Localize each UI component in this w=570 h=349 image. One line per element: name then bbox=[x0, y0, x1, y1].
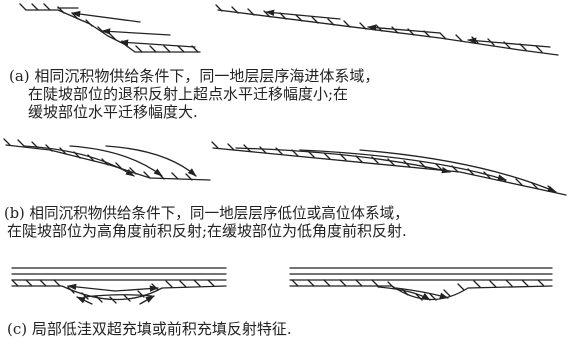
panel-a-steep-base bbox=[25, 9, 201, 53]
panel-a-steep-arrow-2 bbox=[101, 28, 171, 36]
panel-c-left-base bbox=[11, 285, 227, 301]
panel-c-left-arrow-inner-left bbox=[76, 296, 93, 305]
panel-b-gentle-arrow-1 bbox=[235, 147, 451, 174]
panel-a-gentle-hatching bbox=[215, 4, 543, 53]
panel-b-steep-arrow-3 bbox=[105, 145, 197, 177]
panel-a-steep-arrow-3 bbox=[119, 39, 196, 48]
caption-c-line-1: (c) 局部低洼双超充填或前积充填反射特征. bbox=[7, 320, 292, 338]
panel-a-gentle-arrow-2 bbox=[367, 24, 441, 34]
panel-c-right-arrow-1 bbox=[377, 286, 431, 301]
caption-a-line-3: 缓坡部位水平迁移幅度大. bbox=[28, 103, 198, 121]
panel-b-gentle-slope bbox=[211, 141, 567, 196]
caption-a-line-2: 在陡坡部位的退积反射上超点水平迁移幅度小;在 bbox=[28, 85, 349, 103]
panel-c-right-top-lines bbox=[289, 267, 553, 281]
caption-b-line-2: 在陡坡部位为高角度前积反射;在缓坡部位为低角度前积反射. bbox=[7, 222, 407, 240]
panel-c-left-arrow-inner-right bbox=[139, 295, 155, 305]
panel-a-gentle-slope bbox=[215, 4, 559, 56]
panel-b-gentle-hatching bbox=[211, 141, 555, 193]
panel-c-left-arrow-right bbox=[114, 285, 159, 292]
panel-c-left-fill-line bbox=[83, 294, 153, 298]
panel-a-steep-slope bbox=[19, 3, 201, 53]
panel-c-left-hatching bbox=[11, 279, 215, 304]
panel-b-steep-arrow-1 bbox=[23, 145, 135, 177]
panel-b-steep-base bbox=[5, 144, 211, 181]
panel-b-gentle-base bbox=[212, 147, 567, 196]
panel-a-steep-arrow-1 bbox=[71, 10, 141, 23]
panel-b-gentle-arrow-3 bbox=[359, 149, 557, 193]
caption-b-line-1: (b) 相同沉积物供给条件下，同一地层层序低位或高位体系域， bbox=[4, 205, 409, 222]
panel-a-steep-hatching bbox=[19, 3, 199, 53]
panel-c-onlap-fill bbox=[11, 267, 227, 305]
panel-c-progradation-fill bbox=[289, 267, 553, 301]
panel-b-steep-slope bbox=[3, 138, 211, 181]
panel-a-gentle-base bbox=[217, 9, 559, 56]
panel-b-steep-hatching bbox=[3, 138, 193, 181]
panel-c-left-arrow-left bbox=[67, 283, 116, 292]
caption-a-line-1: (a) 相同沉积物供给条件下，同一地层层序海进体系域， bbox=[9, 67, 380, 85]
panel-c-right-arrow-2 bbox=[395, 287, 449, 299]
panel-c-left-top-lines bbox=[11, 267, 227, 281]
panel-a-gentle-arrow-1 bbox=[265, 9, 341, 20]
panel-b-steep-arrow-2 bbox=[69, 145, 163, 177]
panel-c-right-hatching bbox=[291, 279, 545, 301]
panel-c-right-base bbox=[289, 285, 553, 301]
